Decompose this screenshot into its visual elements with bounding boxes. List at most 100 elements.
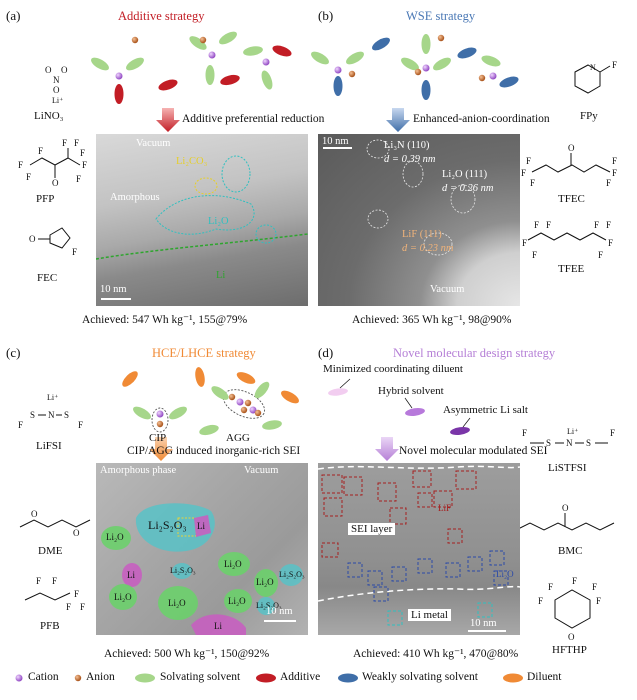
molecule-label-fpy: FPy: [580, 110, 598, 122]
molecule-label-fec: FEC: [37, 272, 58, 284]
svg-text:F: F: [76, 174, 81, 184]
svg-text:F: F: [74, 138, 79, 148]
panel-c-tem-li2o-4: Li₂O: [224, 559, 242, 569]
panel-c-tem-vacuum: Vacuum: [244, 465, 279, 476]
svg-text:F: F: [526, 156, 531, 166]
legend-diluent: Diluent: [527, 671, 562, 683]
panel-b-tem-vacuum: Vacuum: [430, 284, 465, 295]
panel-d-letter: (d): [318, 345, 334, 360]
svg-text:F: F: [18, 160, 23, 170]
panel-c-letter: (c): [6, 345, 21, 360]
legend-solvating: Solvating solvent: [160, 671, 241, 683]
panel-b-tem-d1: d = 0.39 nm: [384, 154, 436, 165]
panel-b-arrow: [386, 108, 410, 132]
panel-c-arrow: [149, 437, 173, 461]
svg-text:F: F: [572, 576, 577, 586]
svg-text:F: F: [598, 250, 603, 260]
panel-a-tem-image: Vacuum Li₂CO₃ Amorphous Li₂O Li 10 nm: [96, 134, 308, 306]
svg-text:F: F: [612, 168, 617, 178]
svg-text:F: F: [521, 168, 526, 178]
molecule-label-tfec: TFEC: [558, 193, 585, 205]
svg-text:F: F: [72, 247, 77, 257]
svg-text:Li⁺: Li⁺: [52, 96, 63, 105]
svg-text:F: F: [522, 428, 527, 438]
molecule-label-dme: DME: [38, 545, 63, 557]
svg-text:Li⁺: Li⁺: [567, 427, 578, 436]
svg-text:O: O: [61, 65, 68, 75]
svg-text:S: S: [30, 410, 35, 420]
panel-b-tem-scale: 10 nm: [322, 136, 349, 147]
panel-c-cip-label: CIP: [149, 432, 167, 444]
molecule-label-listfsi: LiSTFSI: [548, 462, 587, 474]
svg-text:F: F: [80, 148, 85, 158]
panel-c-tem-scale: 10 nm: [266, 606, 293, 617]
svg-text:F: F: [608, 238, 613, 248]
panel-d-diluent-label: Minimized coordinating diluent: [323, 363, 463, 375]
panel-c-caption: CIP/AGG induced inorganic-rich SEI: [127, 445, 301, 457]
svg-text:O: O: [568, 632, 575, 642]
molecules-d: Li⁺ S N S F F O O F F F F F: [515, 427, 615, 642]
panel-a-achieved: Achieved: 547 Wh kg⁻¹, 155@79%: [82, 314, 248, 326]
molecule-label-hfthp: HFTHP: [552, 644, 587, 656]
svg-text:O: O: [29, 234, 36, 244]
svg-text:Li⁺: Li⁺: [47, 393, 58, 402]
panel-d-arrow: [375, 437, 399, 461]
panel-c-tem-li2s2o3-2: Li₂S₂O₃: [170, 566, 196, 575]
svg-text:F: F: [546, 220, 551, 230]
svg-text:F: F: [82, 160, 87, 170]
panel-a-tem-li2co3: Li₂CO₃: [176, 156, 208, 167]
svg-text:S: S: [64, 410, 69, 420]
panel-c-tem-amorphous: Amorphous phase: [100, 465, 177, 476]
svg-text:F: F: [592, 582, 597, 592]
svg-text:F: F: [522, 238, 527, 248]
panel-d-achieved: Achieved: 410 Wh kg⁻¹, 470@80%: [353, 648, 519, 660]
svg-text:N: N: [48, 410, 55, 420]
svg-text:O: O: [53, 85, 60, 95]
panel-c-tem-li2o-1: Li₂O: [106, 532, 124, 542]
panel-b-tem-li3n: Li₃N (110): [384, 140, 430, 151]
panel-d-title: Novel molecular design strategy: [393, 346, 556, 360]
molecules-c: Li⁺ S N S F F O O F F F F F: [18, 393, 91, 612]
panel-d-tem-li-metal: Li metal: [408, 609, 451, 621]
panel-a-tem-lio: Li₂O: [208, 216, 229, 227]
legend-weakly: Weakly solvating solvent: [362, 671, 478, 683]
svg-text:S: S: [546, 438, 551, 448]
panel-d-tem-sei: SEI layer: [348, 523, 396, 535]
svg-text:F: F: [78, 420, 83, 430]
panel-a-caption: Additive preferential reduction: [182, 113, 325, 125]
panel-d-salt-label: Asymmetric Li salt: [443, 404, 528, 416]
svg-text:O: O: [31, 509, 38, 519]
panel-b-solvation-cartoon: [309, 34, 520, 100]
panel-a-tem-vacuum: Vacuum: [136, 138, 171, 149]
svg-text:F: F: [74, 589, 79, 599]
svg-text:O: O: [568, 143, 575, 153]
panel-a-arrow: [156, 108, 180, 132]
panel-b-title: WSE strategy: [406, 9, 476, 23]
svg-text:F: F: [38, 146, 43, 156]
panel-a-tem-scale: 10 nm: [100, 284, 127, 295]
panel-c-title: HCE/LHCE strategy: [152, 346, 256, 360]
panel-b-caption: Enhanced-anion-coordination: [413, 113, 550, 125]
panel-c-tem-li-3: Li: [214, 621, 222, 631]
molecule-label-lifsi: LiFSI: [36, 440, 62, 452]
panel-d-tem-image: SEI layer LiF Li₂O Li metal 10 nm: [318, 463, 520, 635]
svg-text:F: F: [62, 138, 67, 148]
svg-text:F: F: [530, 178, 535, 188]
panel-d-tem-li2o: Li₂O: [496, 569, 514, 579]
panel-c-achieved: Achieved: 500 Wh kg⁻¹, 150@92%: [104, 648, 270, 660]
panel-c-solvation-cartoon: [119, 366, 301, 437]
svg-text:F: F: [26, 172, 31, 182]
panel-c-tem-li2s2o3-4: Li₂S₂O₃: [256, 601, 282, 610]
svg-text:F: F: [610, 428, 615, 438]
legend-cation: Cation: [28, 671, 59, 683]
svg-text:O: O: [562, 503, 569, 513]
legend-additive: Additive: [280, 671, 321, 683]
panel-a-tem-amorphous: Amorphous: [110, 192, 160, 203]
svg-text:O: O: [52, 178, 59, 188]
panel-c-tem-li2o-3: Li₂O: [168, 598, 186, 608]
svg-text:F: F: [612, 156, 617, 166]
svg-text:F: F: [606, 220, 611, 230]
panel-d-tem-scale: 10 nm: [470, 618, 497, 629]
panel-c-tem-li2o-2: Li₂O: [114, 592, 132, 602]
